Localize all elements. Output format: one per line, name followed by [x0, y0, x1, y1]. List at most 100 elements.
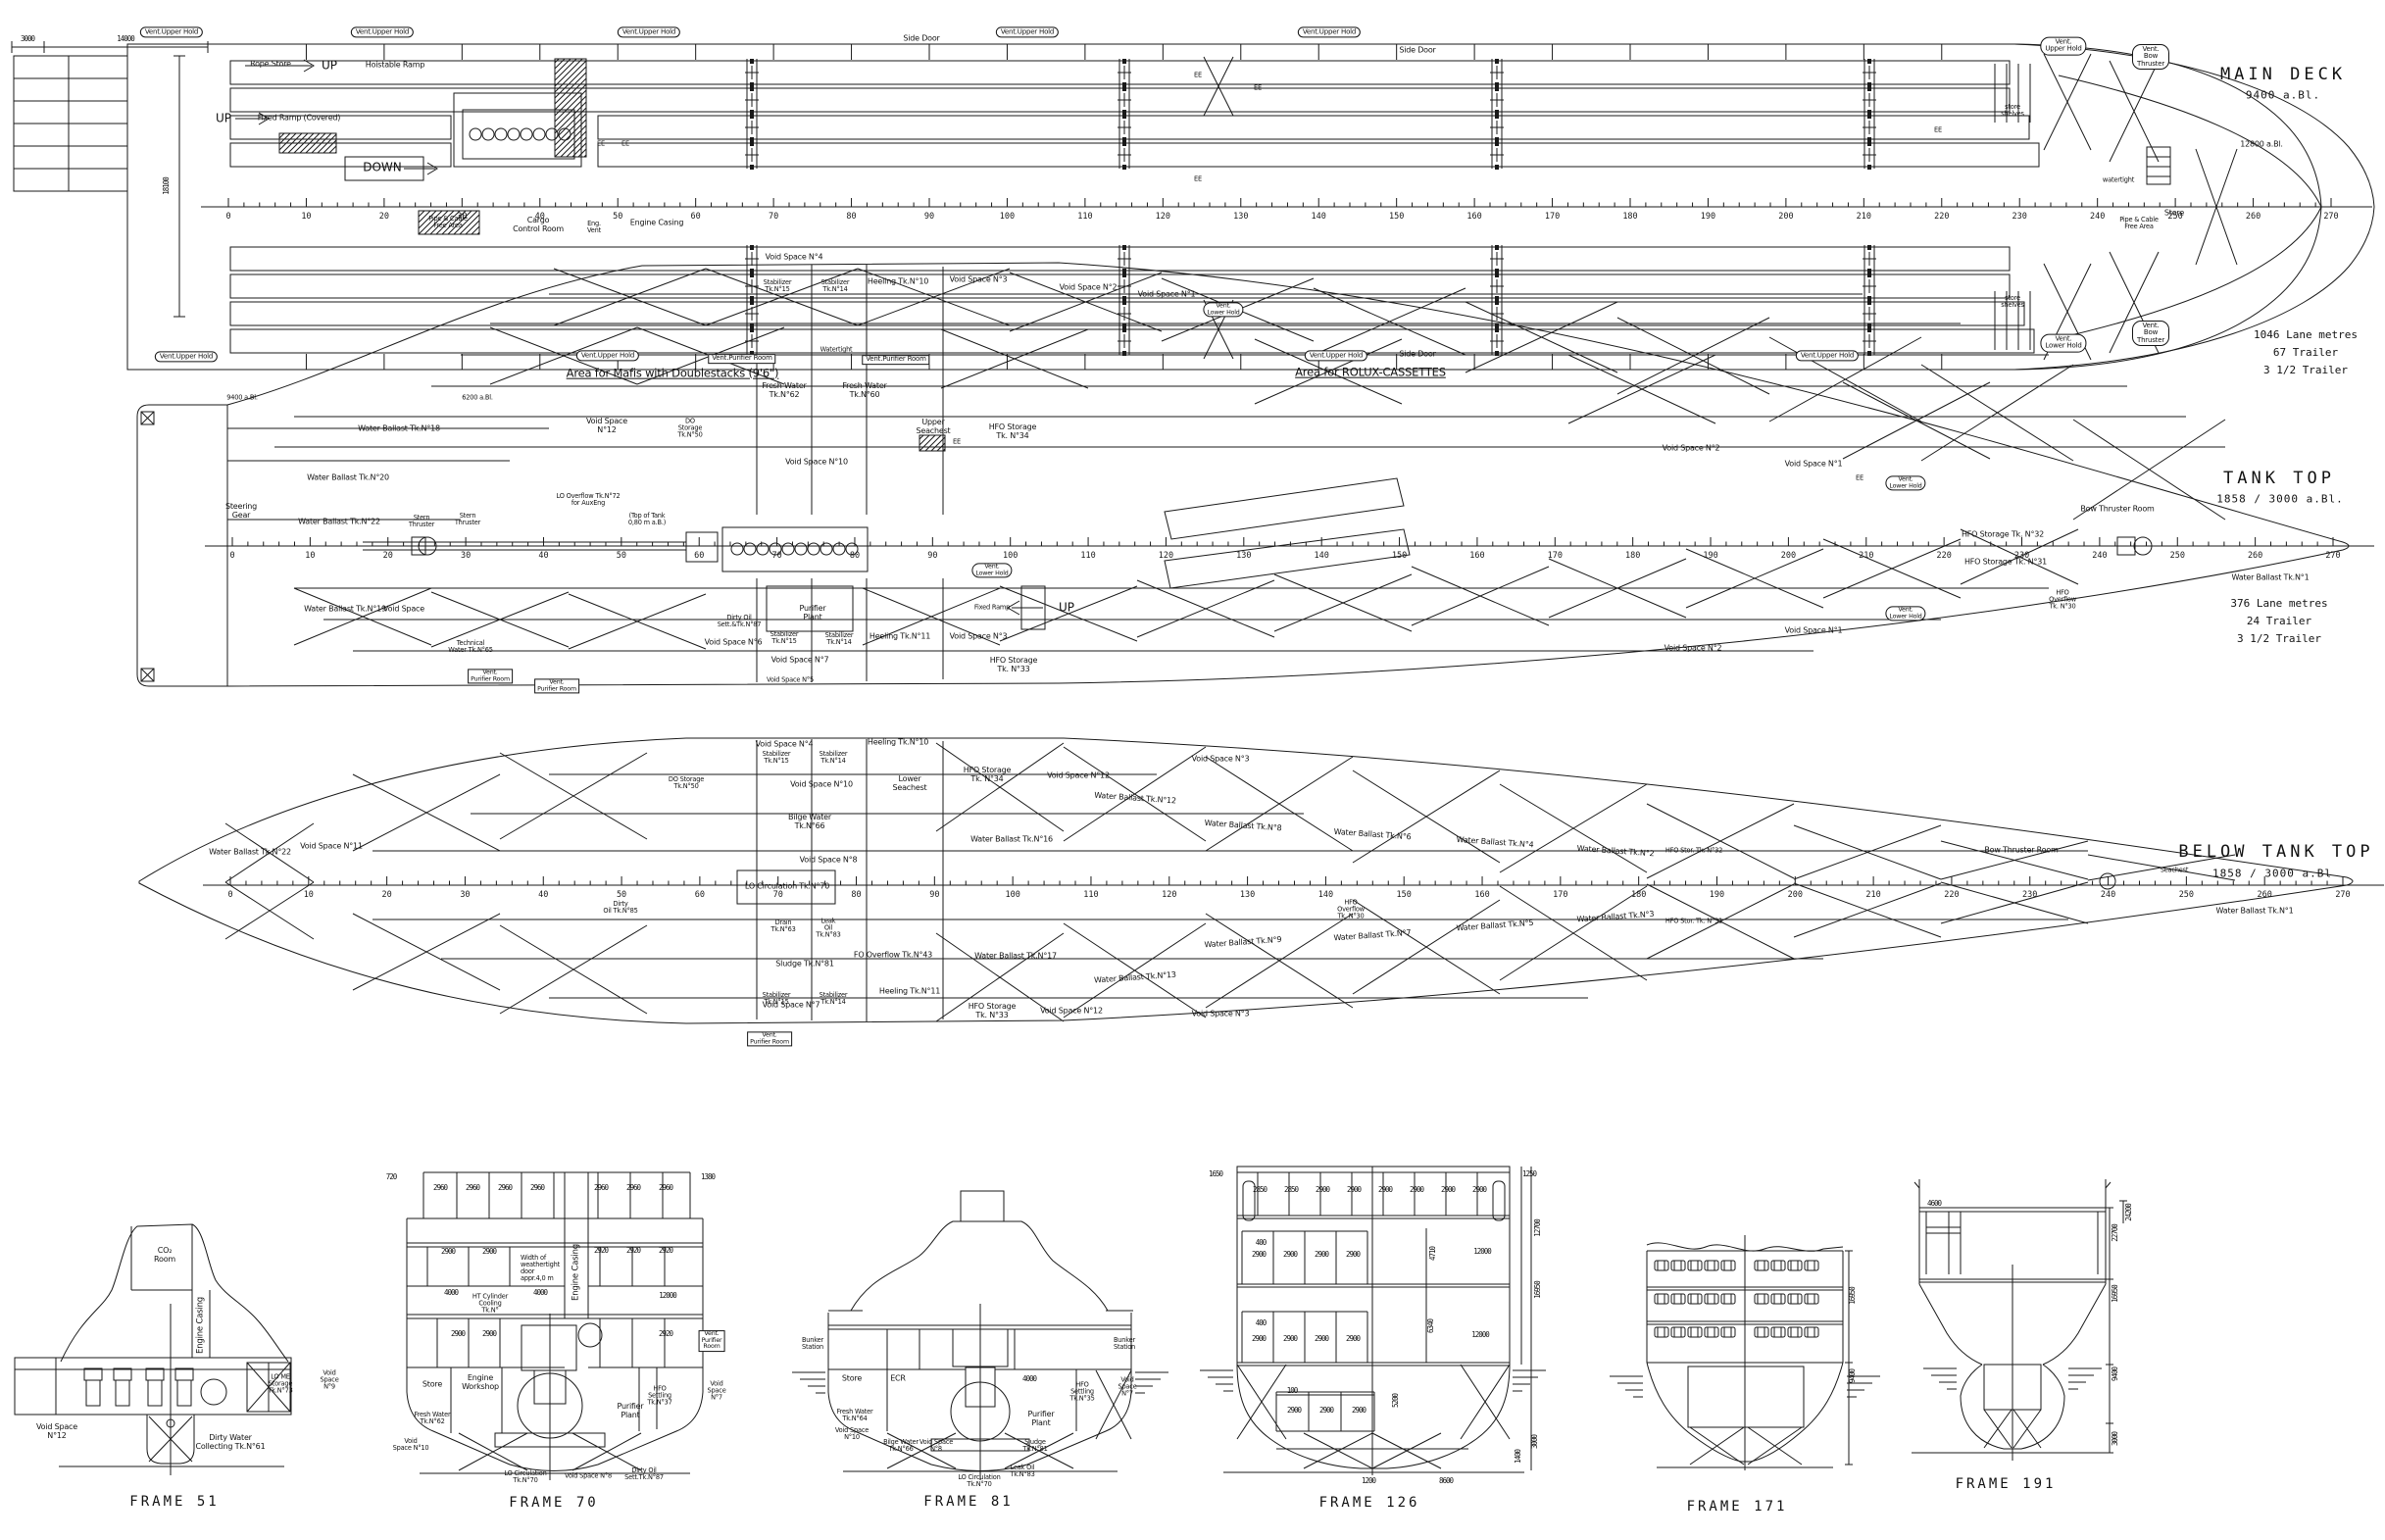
below-tank-top-title: BELOW TANK TOP [2178, 842, 2374, 862]
frame-number: 110 [1080, 551, 1095, 561]
frame-number: 160 [1466, 212, 1481, 222]
frame-51-linework [14, 1223, 292, 1475]
frame-number: 60 [691, 212, 701, 222]
frame-number: 10 [301, 212, 311, 222]
tank-top-half-trailers: 3 1/2 Trailer [2236, 632, 2322, 646]
frame-81-caption: FRAME 81 [923, 1494, 1014, 1510]
frame-number: 130 [1233, 212, 1248, 222]
frame-number: 210 [1859, 551, 1873, 561]
main-deck-title: MAIN DECK [2219, 65, 2347, 84]
frame-number: 240 [2101, 890, 2115, 900]
frame-70-linework [406, 1171, 704, 1480]
frame-number: 220 [1944, 890, 1959, 900]
frame-number: 200 [1788, 890, 1803, 900]
frame-number: 230 [2022, 890, 2037, 900]
frame-number: 150 [1397, 890, 1412, 900]
frame-number: 70 [771, 551, 781, 561]
frame-number: 90 [927, 551, 937, 561]
frame-number: 20 [382, 890, 392, 900]
frame-number: 40 [538, 890, 548, 900]
frame-number: 170 [1545, 212, 1560, 222]
frame-number: 250 [2179, 890, 2194, 900]
frame-number: 260 [2258, 890, 2272, 900]
frame-number: 60 [695, 890, 705, 900]
frame-number: 50 [617, 551, 626, 561]
main-deck-half-trailers: 3 1/2 Trailer [2262, 364, 2349, 377]
frame-number: 10 [305, 551, 315, 561]
frame-number: 60 [694, 551, 704, 561]
frame-number: 180 [1631, 890, 1646, 900]
frame-number: 80 [851, 890, 861, 900]
frame-number: 160 [1474, 890, 1489, 900]
frame-number: 110 [1083, 890, 1098, 900]
tank-top-elevation: 1858 / 3000 a.Bl. [2216, 492, 2344, 506]
frame-number: 130 [1236, 551, 1251, 561]
tank-top-capacity: 376 Lane metres 24 Trailer 3 1/2 Trailer [2230, 595, 2327, 648]
frame-number: 20 [379, 212, 389, 222]
frame-number: 90 [929, 890, 939, 900]
frame-number: 100 [1005, 890, 1019, 900]
main-deck-capacity: 1046 Lane metres 67 Trailer 3 1/2 Traile… [2254, 326, 2358, 379]
frame-number: 240 [2092, 551, 2107, 561]
frame-number: 150 [1389, 212, 1404, 222]
frame-number: 180 [1625, 551, 1640, 561]
frame-number: 10 [304, 890, 314, 900]
frame-number: 150 [1392, 551, 1407, 561]
frame-number: 220 [1936, 551, 1951, 561]
frame-number: 250 [2170, 551, 2185, 561]
frame-number: 100 [1000, 212, 1015, 222]
frame-number: 200 [1781, 551, 1796, 561]
frame-number: 80 [850, 551, 860, 561]
frame-number: 30 [460, 890, 470, 900]
frame-number: 250 [2167, 212, 2182, 222]
main-deck-lane-metres: 1046 Lane metres [2254, 327, 2358, 341]
frame-number: 0 [225, 212, 230, 222]
frame-number: 50 [617, 890, 626, 900]
frame-51-caption: FRAME 51 [129, 1494, 220, 1510]
frame-number: 70 [773, 890, 783, 900]
below-tank-top-linework [138, 737, 2354, 1024]
frame-number: 220 [1934, 212, 1949, 222]
frame-81-linework [827, 1190, 1133, 1480]
frame-126-linework [1223, 1166, 1532, 1475]
frame-number: 260 [2248, 551, 2262, 561]
frame-number: 190 [1710, 890, 1724, 900]
frame-number: 30 [457, 212, 467, 222]
tank-top-title: TANK TOP [2223, 469, 2335, 488]
frame-number: 120 [1162, 890, 1176, 900]
frame-number: 30 [461, 551, 471, 561]
frame-number: 140 [1318, 890, 1333, 900]
frame-126-caption: FRAME 126 [1318, 1495, 1420, 1511]
frame-number: 260 [2246, 212, 2261, 222]
tank-top-lane-metres: 376 Lane metres [2230, 596, 2328, 610]
frame-number: 50 [613, 212, 622, 222]
frame-number: 170 [1548, 551, 1563, 561]
frame-171-linework [1646, 1235, 1853, 1470]
frame-191-caption: FRAME 191 [1955, 1476, 2057, 1492]
frame-70-caption: FRAME 70 [509, 1495, 599, 1511]
frame-number: 120 [1156, 212, 1170, 222]
frame-number: 190 [1701, 212, 1715, 222]
frame-number: 120 [1159, 551, 1173, 561]
frame-number: 100 [1003, 551, 1018, 561]
generated-linework: 0 10 20 30 40 50 60 70 80 90 100 110 120 130 140 150 160… [148, 44, 2384, 1471]
frame-number: 180 [1622, 212, 1637, 222]
frame-number: 130 [1240, 890, 1255, 900]
frame-number: 210 [1865, 890, 1880, 900]
frame-number: 90 [924, 212, 934, 222]
frame-number: 70 [769, 212, 778, 222]
frame-number: 210 [1857, 212, 1871, 222]
tank-top-linework [136, 262, 2350, 687]
frame-number: 20 [383, 551, 393, 561]
frame-number: 40 [535, 212, 545, 222]
frame-number: 170 [1553, 890, 1567, 900]
frame-number: 230 [2012, 212, 2027, 222]
frame-number: 160 [1469, 551, 1484, 561]
below-tank-top-elevation: 1858 / 3000 a.Bl [2212, 867, 2332, 880]
tank-top-trailers: 24 Trailer [2246, 614, 2312, 627]
frame-191-linework [1912, 1179, 2127, 1461]
frame-number: 270 [2323, 212, 2338, 222]
